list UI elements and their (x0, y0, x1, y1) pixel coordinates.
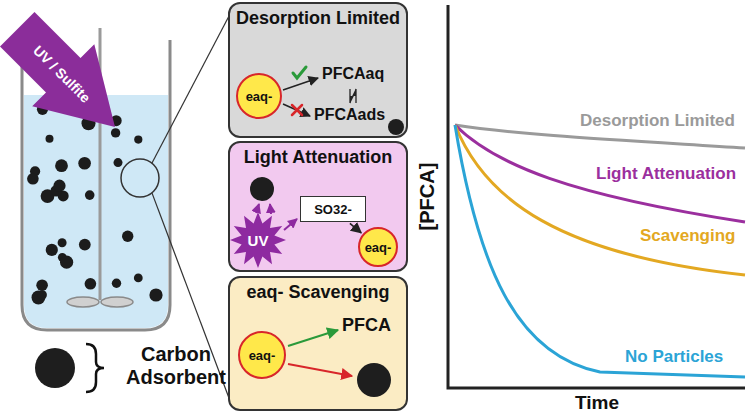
adsorbent-particle (53, 180, 65, 192)
curve-label: Scavenging (640, 226, 735, 246)
water (24, 95, 168, 328)
zoom-line (152, 16, 229, 163)
light-arrow (284, 219, 297, 230)
light-arrow (270, 204, 271, 214)
curve (455, 125, 745, 275)
adsorbent-particle (114, 158, 123, 167)
box-title: Desorption Limited (230, 4, 406, 29)
adsorbent-particle (79, 239, 91, 251)
equilibrium-arrow (349, 89, 350, 103)
zoom-circle (121, 159, 159, 197)
reaction-arrow (288, 364, 352, 376)
node-text: eaq- (246, 89, 273, 104)
legend-label: Carbon Adsorbent (106, 343, 246, 389)
adsorbent-particle (388, 119, 404, 135)
adsorbent-particle (122, 231, 133, 242)
sulfite-box: SO32- (300, 196, 366, 222)
chart-axes (448, 5, 745, 388)
mechanism-box: Light AttenuationUV SO32- eaq- (228, 141, 408, 272)
adsorbent-particle (250, 177, 274, 201)
box-title: eaq- Scavenging (230, 278, 406, 303)
adsorbent-particle (78, 157, 91, 170)
reaction-arrow (350, 223, 361, 233)
node-text: SO32- (314, 202, 352, 217)
box-fill (229, 142, 407, 271)
reaction-arrow (288, 330, 338, 346)
adsorbent-particle (111, 128, 120, 137)
electron-circle: eaq- (238, 331, 286, 379)
adsorbent-particle (112, 279, 121, 288)
species-label: PFCAaq (322, 64, 384, 83)
adsorbent-particle (58, 238, 67, 247)
curve-label: Desorption Limited (580, 111, 735, 131)
electron-circle: eaq- (236, 73, 282, 119)
adsorbent-particle (35, 348, 75, 388)
particles (27, 104, 162, 305)
adsorbent-particle (60, 256, 73, 269)
adsorbent-particle (134, 136, 142, 144)
species-label: PFCA (342, 315, 391, 336)
curve-label: No Particles (625, 347, 723, 367)
adsorbent-particle (36, 279, 48, 291)
reaction-arrow (283, 78, 318, 90)
electron-circle: eaq- (358, 227, 398, 267)
node-text: eaq- (365, 240, 392, 255)
check-mark (293, 67, 306, 78)
adsorbent-particle (149, 288, 162, 301)
adsorbent-particle (46, 135, 54, 143)
adsorbent-particle (46, 244, 58, 256)
box-fill (229, 277, 407, 410)
adsorbent-particle (85, 190, 95, 200)
cross-mark (292, 105, 302, 115)
box-fill (229, 3, 407, 137)
curve-label: Light Attenuation (596, 164, 736, 184)
curve (455, 125, 745, 222)
equilibrium-arrow (355, 89, 356, 103)
curve (455, 125, 745, 377)
node-text: eaq- (249, 348, 276, 363)
species-label: PFCAads (314, 105, 385, 124)
uv-burst: UV (230, 212, 286, 268)
axis-label: Time (575, 392, 619, 414)
bracket (86, 344, 104, 392)
adsorbent-particle (134, 274, 143, 283)
adsorbent-particle (27, 173, 39, 185)
uv-sulfite-arrow: UV / Sulfite (0, 12, 115, 127)
box-title: Light Attenuation (230, 143, 406, 168)
stirrer-blade (101, 297, 133, 307)
adsorbent-particle (357, 363, 391, 397)
adsorbent-particle (85, 278, 97, 290)
light-arrow (256, 204, 259, 213)
reaction-arrow (283, 104, 310, 116)
axis-label: [PFCA] (416, 163, 439, 231)
adsorbent-particle (38, 290, 47, 299)
stirrer-blade (67, 297, 99, 307)
mechanism-box: eaq- Scavenging eaq- (228, 276, 408, 411)
adsorbent-particle (55, 159, 68, 172)
node-text: UV (248, 232, 269, 249)
